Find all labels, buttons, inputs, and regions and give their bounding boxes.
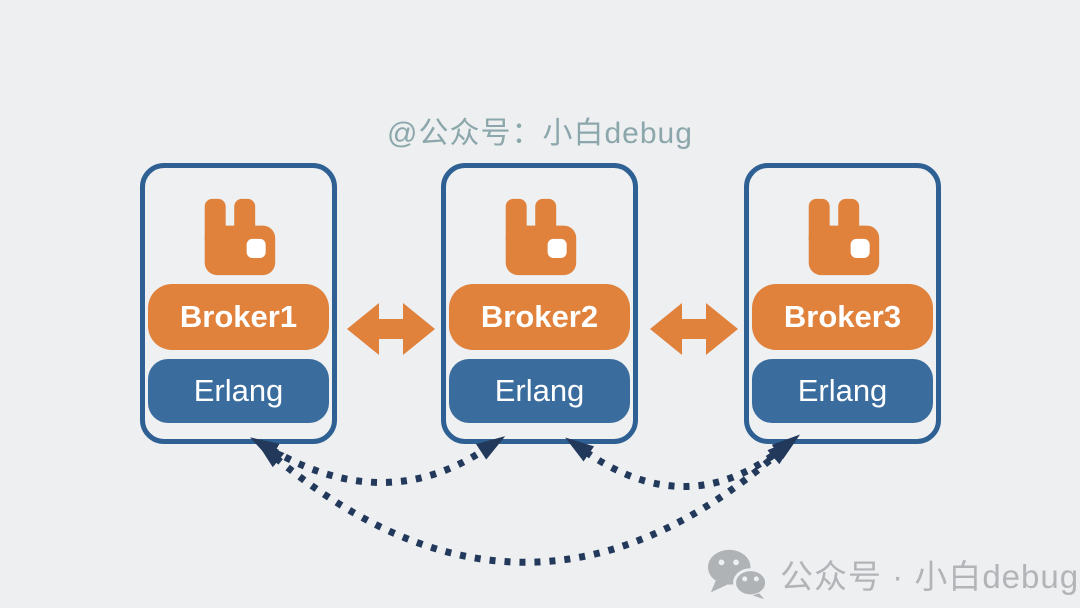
rabbitmq-icon (505, 198, 576, 276)
top-watermark-text: @公众号：小白debug (387, 117, 693, 150)
double-arrow-icon-broker2-broker3 (650, 303, 738, 355)
mesh-arc-broker2-broker3 (565, 434, 801, 490)
broker2-node-box: Broker2 Erlang (441, 163, 638, 444)
rabbitmq-icon (204, 198, 275, 276)
broker1-erlang-label: Erlang (148, 359, 329, 423)
wechat-icon (707, 549, 768, 600)
broker2-label: Broker2 (449, 284, 630, 350)
broker3-erlang-label: Erlang (752, 359, 933, 423)
double-arrow-icon-broker1-broker2 (347, 303, 435, 355)
broker1-node-box: Broker1 Erlang (140, 163, 337, 444)
broker1-label: Broker1 (148, 284, 329, 350)
mesh-arc-broker1-broker2 (249, 436, 506, 486)
mesh-arc-broker1-broker3 (256, 438, 796, 566)
broker3-label: Broker3 (752, 284, 933, 350)
broker2-erlang-label: Erlang (449, 359, 630, 423)
bottom-watermark: 公众号 · 小白debug (706, 548, 1079, 600)
rabbitmq-icon (808, 198, 879, 276)
broker3-node-box: Broker3 Erlang (744, 163, 941, 444)
bottom-watermark-text: 公众号 · 小白debug (780, 558, 1080, 595)
